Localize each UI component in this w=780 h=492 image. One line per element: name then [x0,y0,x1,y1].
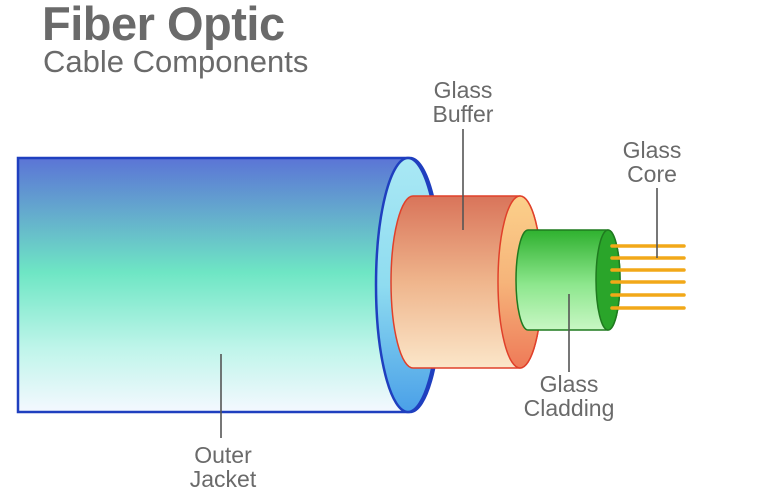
leader-lines [220,129,658,438]
glass-buffer-label: Glass Buffer [432,77,494,127]
glass-core-label: Glass Core [622,137,682,187]
outer-jacket [16,156,444,414]
fiber-optic-cable-diagram [16,129,686,438]
glass-cladding-label: Glass Cladding [523,371,615,421]
page-title: Fiber Optic [42,0,285,50]
glass-cladding [515,229,621,331]
outer-jacket-label: Outer Jacket [189,442,257,492]
page-subtitle: Cable Components [43,44,309,79]
glass-core-fibers [610,244,686,310]
